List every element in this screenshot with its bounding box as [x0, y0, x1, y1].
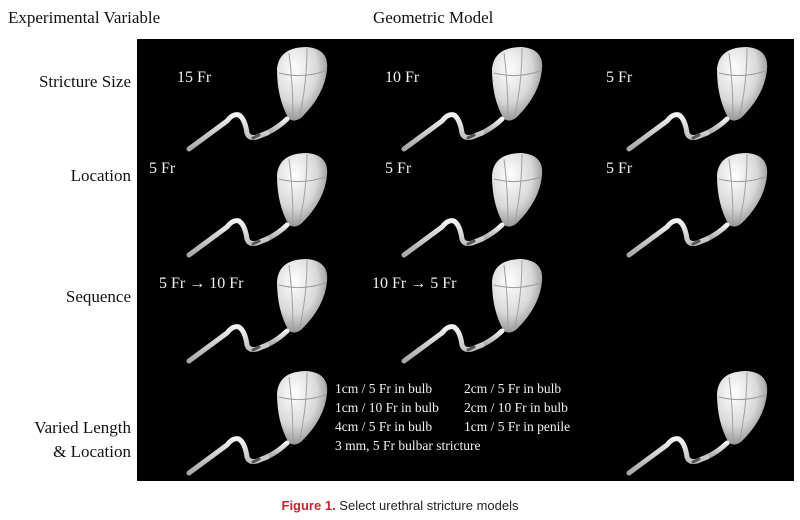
cell-label-5fr-location-3: 5 Fr	[606, 160, 633, 177]
cell-label-10fr-to-5fr: 10 Fr → 5 Fr	[372, 275, 457, 292]
cell-label-15fr: 15 Fr	[177, 69, 212, 86]
urethra-model-varied-1	[167, 363, 327, 473]
row-label-and-location: & Location	[53, 442, 131, 461]
figure-number: Figure 1.	[281, 498, 336, 513]
varied-length-notes: 1cm / 5 Fr in bulb 2cm / 5 Fr in bulb 1c…	[335, 379, 615, 455]
row-label-location: Location	[70, 166, 131, 185]
note-item: 4cm / 5 Fr in bulb	[335, 419, 433, 434]
note-item: 2cm / 10 Fr in bulb	[464, 400, 568, 415]
urethra-model-varied-2	[607, 363, 767, 473]
note-row: 1cm / 5 Fr in bulb 2cm / 5 Fr in bulb	[335, 379, 615, 398]
urethra-model-location-3	[607, 145, 767, 255]
cell-label-5fr-location-2: 5 Fr	[385, 160, 412, 177]
cell-label-5fr-to-10fr: 5 Fr → 10 Fr	[159, 275, 244, 292]
cell-label-5fr-size: 5 Fr	[606, 69, 633, 86]
row-label-varied-length: Varied Length	[34, 418, 131, 437]
urethra-model-sequence-2	[382, 251, 542, 361]
urethra-model-15fr	[167, 39, 327, 149]
note-item: 1cm / 10 Fr in bulb	[335, 400, 439, 415]
column-header-experimental-variable: Experimental Variable	[8, 8, 161, 27]
cell-label-10fr: 10 Fr	[385, 69, 420, 86]
note-item: 2cm / 5 Fr in bulb	[464, 381, 562, 396]
note-row: 4cm / 5 Fr in bulb 1cm / 5 Fr in penile	[335, 417, 615, 436]
row-label-stricture-size: Stricture Size	[38, 72, 131, 91]
note-row: 1cm / 10 Fr in bulb 2cm / 10 Fr in bulb	[335, 398, 615, 417]
note-item: 1cm / 5 Fr in penile	[464, 419, 571, 434]
column-header-geometric-model: Geometric Model	[373, 8, 494, 27]
figure-caption: Figure 1. Select urethral stricture mode…	[0, 498, 800, 513]
urethra-model-sequence-1	[167, 251, 327, 361]
urethra-model-5fr-size	[607, 39, 767, 149]
urethra-model-10fr	[382, 39, 542, 149]
caption-text: Select urethral stricture models	[335, 498, 519, 513]
note-item: 1cm / 5 Fr in bulb	[335, 381, 433, 396]
urethra-model-location-2	[382, 145, 542, 255]
cell-label-5fr-location-1: 5 Fr	[149, 160, 176, 177]
row-label-sequence: Sequence	[65, 287, 131, 306]
model-image-panel: 15 Fr 10 Fr 5 Fr 5 Fr 5 Fr 5 Fr 5 Fr → 1…	[137, 39, 794, 481]
note-item-bulbar: 3 mm, 5 Fr bulbar stricture	[335, 438, 481, 453]
urethra-model-location-1	[167, 145, 327, 255]
